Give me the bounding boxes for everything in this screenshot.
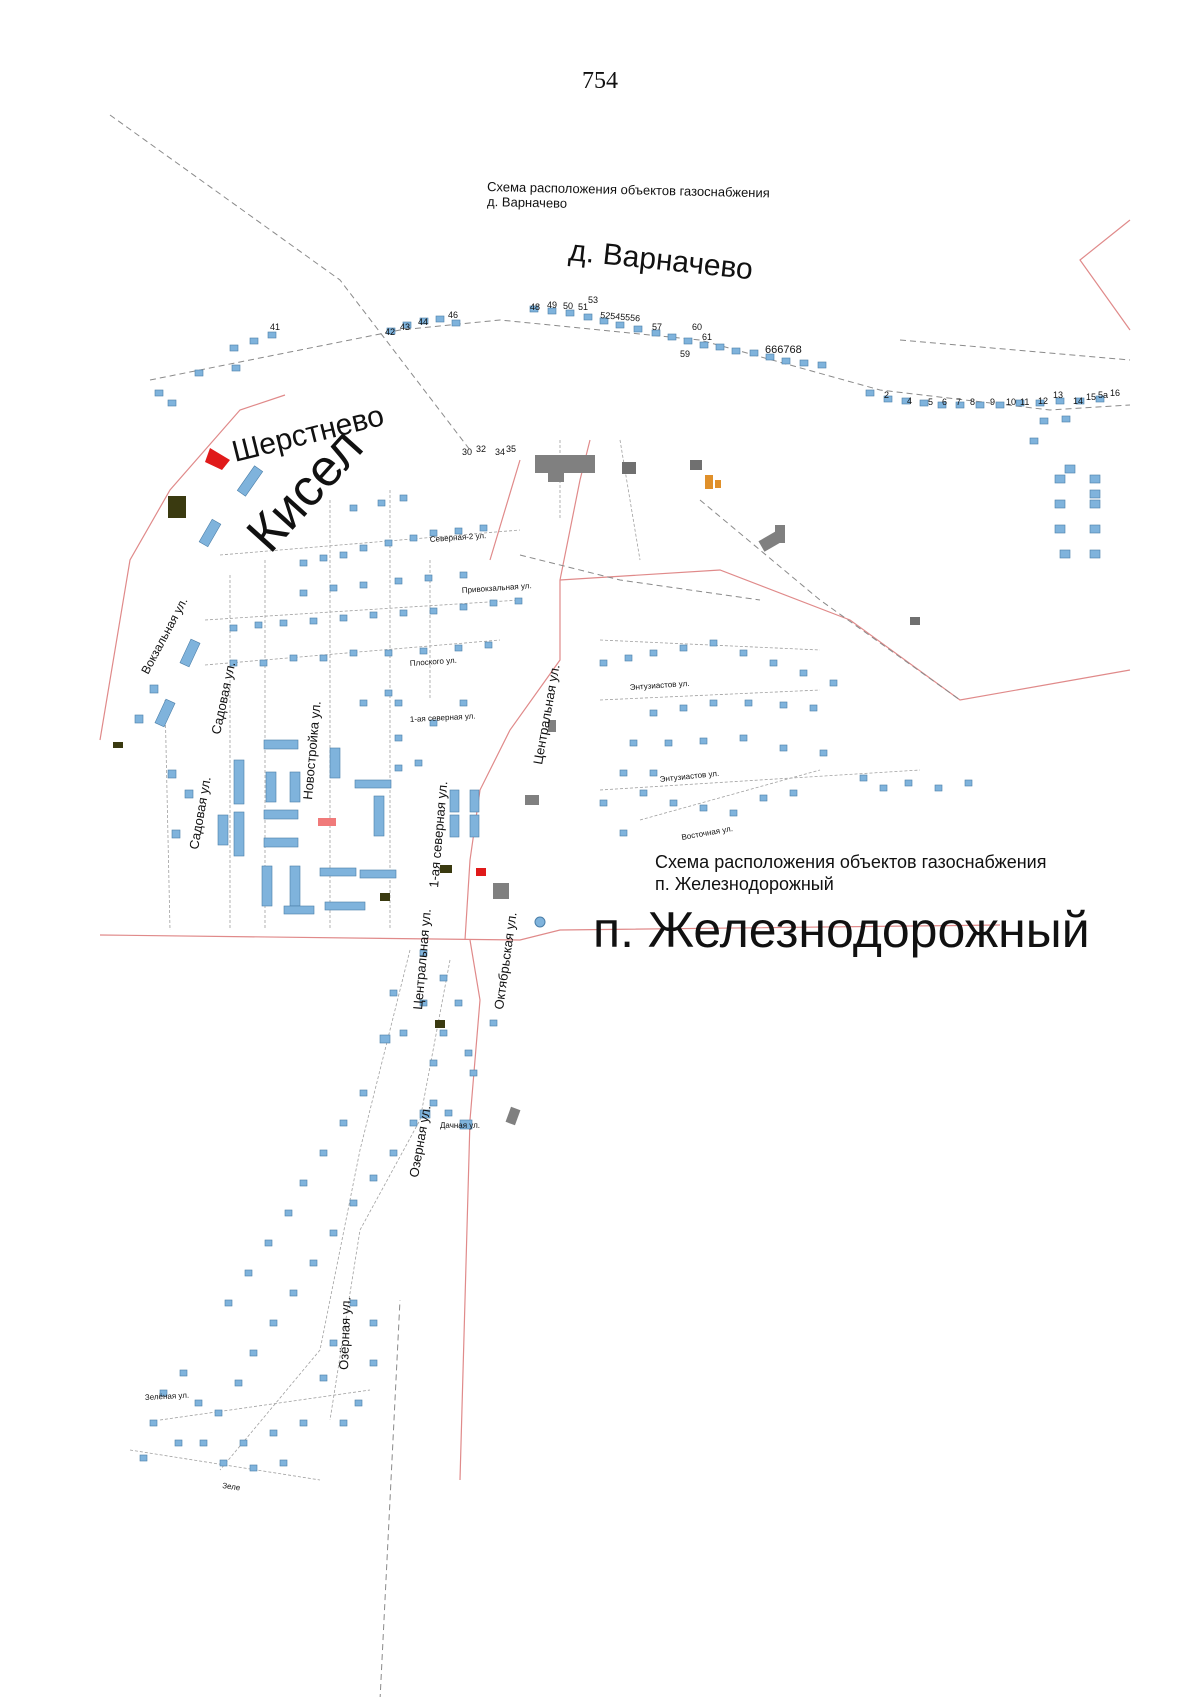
- house-number: 41: [270, 322, 280, 332]
- house-number: 30: [462, 447, 472, 457]
- house-number: 5: [928, 397, 933, 407]
- house-number: 49: [547, 300, 557, 310]
- house-number: 43: [400, 322, 410, 332]
- scheme-title-varnachevo-line1: Схема расположения объектов газоснабжени…: [487, 179, 770, 200]
- street-ozernaya-2: Озёрная ул.: [336, 1297, 354, 1370]
- house-number: 5а: [1098, 390, 1108, 400]
- house-number: 32: [476, 444, 486, 454]
- street-ploskogo: Плоского ул.: [410, 656, 458, 668]
- house-number: 11: [1020, 397, 1029, 407]
- house-number: 50: [563, 301, 573, 311]
- street-tsentralnaya-2: Центральная ул.: [410, 908, 434, 1010]
- street-zelenaya: Зелёная ул.: [145, 1391, 190, 1402]
- settlement-zheleznodorozhny: п. Железнодорожный: [593, 902, 1090, 958]
- scheme-title-zhd-line2: п. Железнодорожный: [655, 874, 834, 894]
- street-zelenaya-cut: Зеле: [222, 1481, 242, 1493]
- house-number: 10: [1006, 397, 1016, 407]
- street-sadovaya-1: Садовая ул.: [208, 660, 238, 735]
- residential-houses: [134, 305, 1105, 1472]
- house-number: 35: [506, 444, 516, 454]
- road-network: [99, 219, 1131, 1481]
- house-number: 15: [1086, 392, 1096, 402]
- street-pervaya-severnaya-small: 1-ая северная ул.: [410, 712, 476, 724]
- street-novostroyka: Новостройка ул.: [300, 700, 324, 800]
- street-tsentralnaya-1: Центральная ул.: [530, 663, 562, 765]
- industrial-buildings: [113, 448, 920, 1126]
- street-privokzalnaya: Привокзальная ул.: [462, 581, 532, 595]
- house-number: 7: [956, 397, 961, 407]
- street-entuziastov-2: Энтузиастов ул.: [659, 769, 719, 784]
- house-number: 9: [990, 397, 995, 407]
- house-number: 44: [418, 317, 428, 327]
- street-dachnaya: Дачная ул.: [440, 1121, 480, 1130]
- street-vostochnaya: Восточная ул.: [681, 824, 734, 842]
- house-number: 2: [884, 390, 889, 400]
- house-number: 666768: [765, 344, 802, 356]
- house-number: 52545556: [600, 310, 641, 323]
- house-number: 16: [1110, 388, 1120, 398]
- house-number: 57: [652, 322, 662, 332]
- street-ozernaya-1: Озерная ул.: [406, 1104, 433, 1178]
- house-number-labels: 41 42 43 44 46 48 49 50 51 53 52545556 5…: [270, 295, 1120, 457]
- house-number: 12: [1038, 396, 1048, 406]
- house-number: 60: [692, 322, 702, 332]
- house-number: 48: [530, 302, 540, 312]
- street-severnaya-2: Северная-2 ул.: [430, 531, 487, 544]
- house-number: 13: [1053, 390, 1063, 400]
- house-number: 59: [680, 349, 690, 359]
- scheme-title-varnachevo-line2: д. Варначево: [487, 194, 567, 211]
- house-number: 42: [385, 327, 395, 337]
- street-oktyabrskaya: Октябрьская ул.: [491, 911, 520, 1010]
- house-number: 34: [495, 447, 505, 457]
- gas-main-lines: [109, 114, 1131, 1697]
- house-number: 51: [578, 302, 588, 312]
- house-number: 6: [942, 397, 947, 407]
- settlement-varnachevo: д. Варначево: [567, 234, 754, 286]
- scheme-title-zhd-line1: Схема расположения объектов газоснабжени…: [655, 852, 1046, 872]
- page-number: 754: [582, 68, 618, 94]
- house-number: 53: [588, 295, 598, 305]
- house-number: 8: [970, 397, 975, 407]
- house-number: 4: [907, 396, 912, 406]
- house-number: 14: [1073, 396, 1083, 406]
- house-number: 61: [702, 332, 712, 342]
- house-number: 46: [448, 310, 458, 320]
- street-sadovaya-2: Садовая ул.: [186, 775, 214, 850]
- street-entuziastov-1: Энтузиастов ул.: [630, 679, 690, 692]
- gas-distribution-grid: [129, 439, 921, 1481]
